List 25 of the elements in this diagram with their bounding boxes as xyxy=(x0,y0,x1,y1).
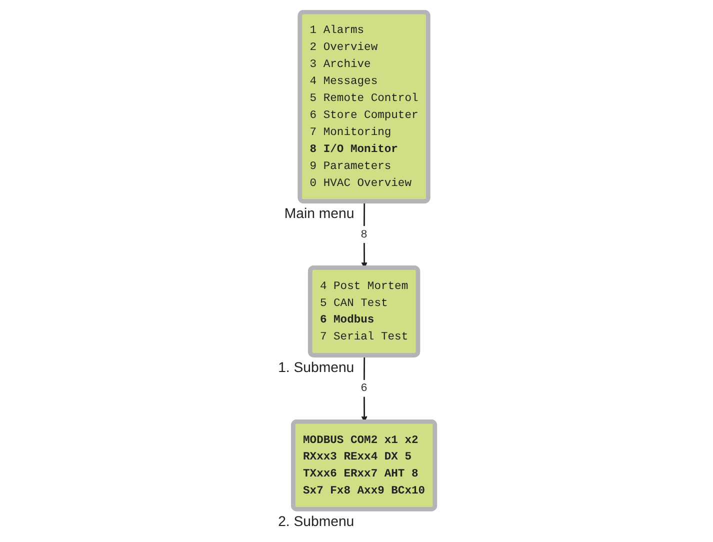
edge-label: 6 xyxy=(360,380,368,397)
node-label: RXxx3 RExx4 DX 5 xyxy=(303,450,412,464)
arrow xyxy=(361,356,368,422)
node-label: 7 Serial Test xyxy=(320,330,408,344)
node-label: Sx7 Fx8 Axx9 BCx10 xyxy=(303,484,426,498)
node-label: 0 HVAC Overview xyxy=(310,176,412,190)
node-label: 8 I/O Monitor xyxy=(310,142,398,156)
node-label: 6 Store Computer xyxy=(310,108,418,122)
node-label: 9 Parameters xyxy=(310,160,392,172)
node-label: 5 CAN Test xyxy=(320,296,388,310)
node-label: 3 Archive xyxy=(310,58,371,71)
node-label: 4 Post Mortem xyxy=(320,280,408,292)
edge-label: 8 xyxy=(360,226,368,243)
node-label: 5 Remote Control xyxy=(310,92,418,105)
screen-caption: 2. Submenu xyxy=(278,513,354,530)
node-label: MODBUS COM2 x1 x2 xyxy=(303,434,418,446)
screen-caption: 1. Submenu xyxy=(278,359,354,376)
node-label: 7 Monitoring xyxy=(310,126,392,138)
node-label: 6 Modbus xyxy=(320,314,374,326)
node-label: 4 Messages xyxy=(310,74,378,88)
node-label: TXxx6 ERxx7 AHT 8 xyxy=(303,467,418,480)
arrow xyxy=(361,202,368,268)
node-label: 1 Alarms xyxy=(310,24,364,37)
node-label: 2 Overview xyxy=(310,41,378,54)
screen-caption: Main menu xyxy=(284,205,354,222)
